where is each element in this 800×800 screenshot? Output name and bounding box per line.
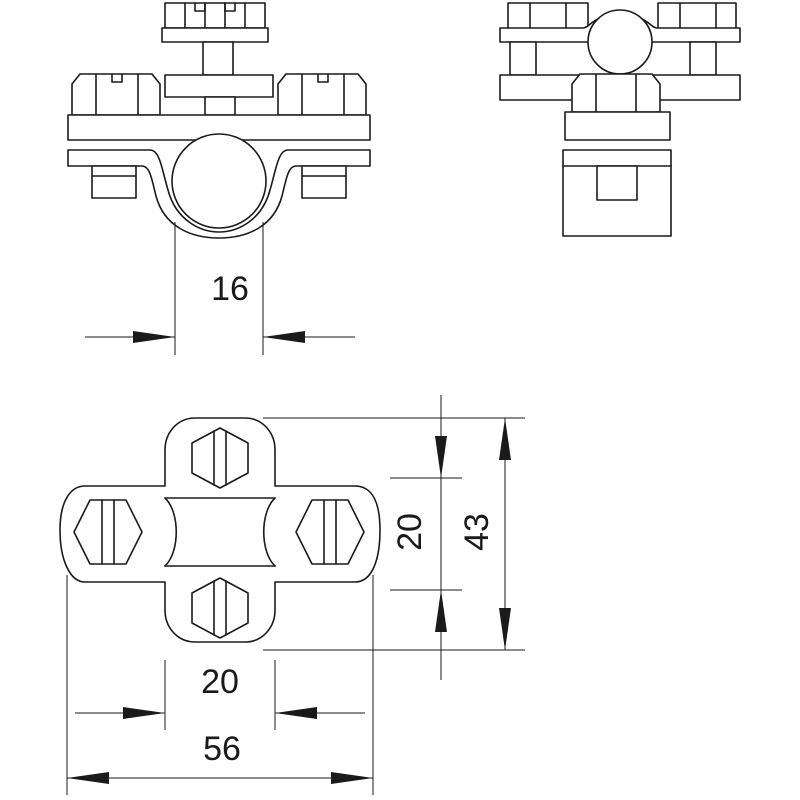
dim-label-total-height: 43 — [458, 513, 496, 551]
dim-inner-width: 20 — [75, 660, 365, 730]
dim-total-height: 43 — [263, 417, 525, 651]
dim-total-width: 56 — [66, 575, 374, 795]
right-nut — [277, 73, 367, 116]
clamp-body — [59, 417, 381, 643]
lower-saddle — [67, 149, 371, 239]
dim-label-pipe: 16 — [211, 270, 249, 308]
pipe — [171, 133, 267, 229]
dim-label-total-width: 56 — [203, 730, 241, 768]
top-view: 20 43 20 56 — [59, 395, 525, 795]
dim-inner-height: 20 — [390, 395, 462, 680]
side-pipe — [587, 9, 653, 75]
side-view — [499, 2, 741, 237]
top-view-screw-bottom — [191, 577, 249, 639]
top-screw — [161, 2, 269, 76]
center-bar — [164, 74, 274, 98]
dim-label-inner-width: 20 — [201, 663, 239, 701]
top-view-screw-left — [73, 499, 143, 565]
top-view-screw-top — [191, 427, 249, 489]
dim-label-inner-height: 20 — [391, 513, 429, 551]
top-view-screw-right — [295, 499, 365, 565]
left-nut — [71, 73, 161, 116]
front-view: 16 — [67, 2, 371, 355]
dim-pipe: 16 — [85, 222, 355, 355]
